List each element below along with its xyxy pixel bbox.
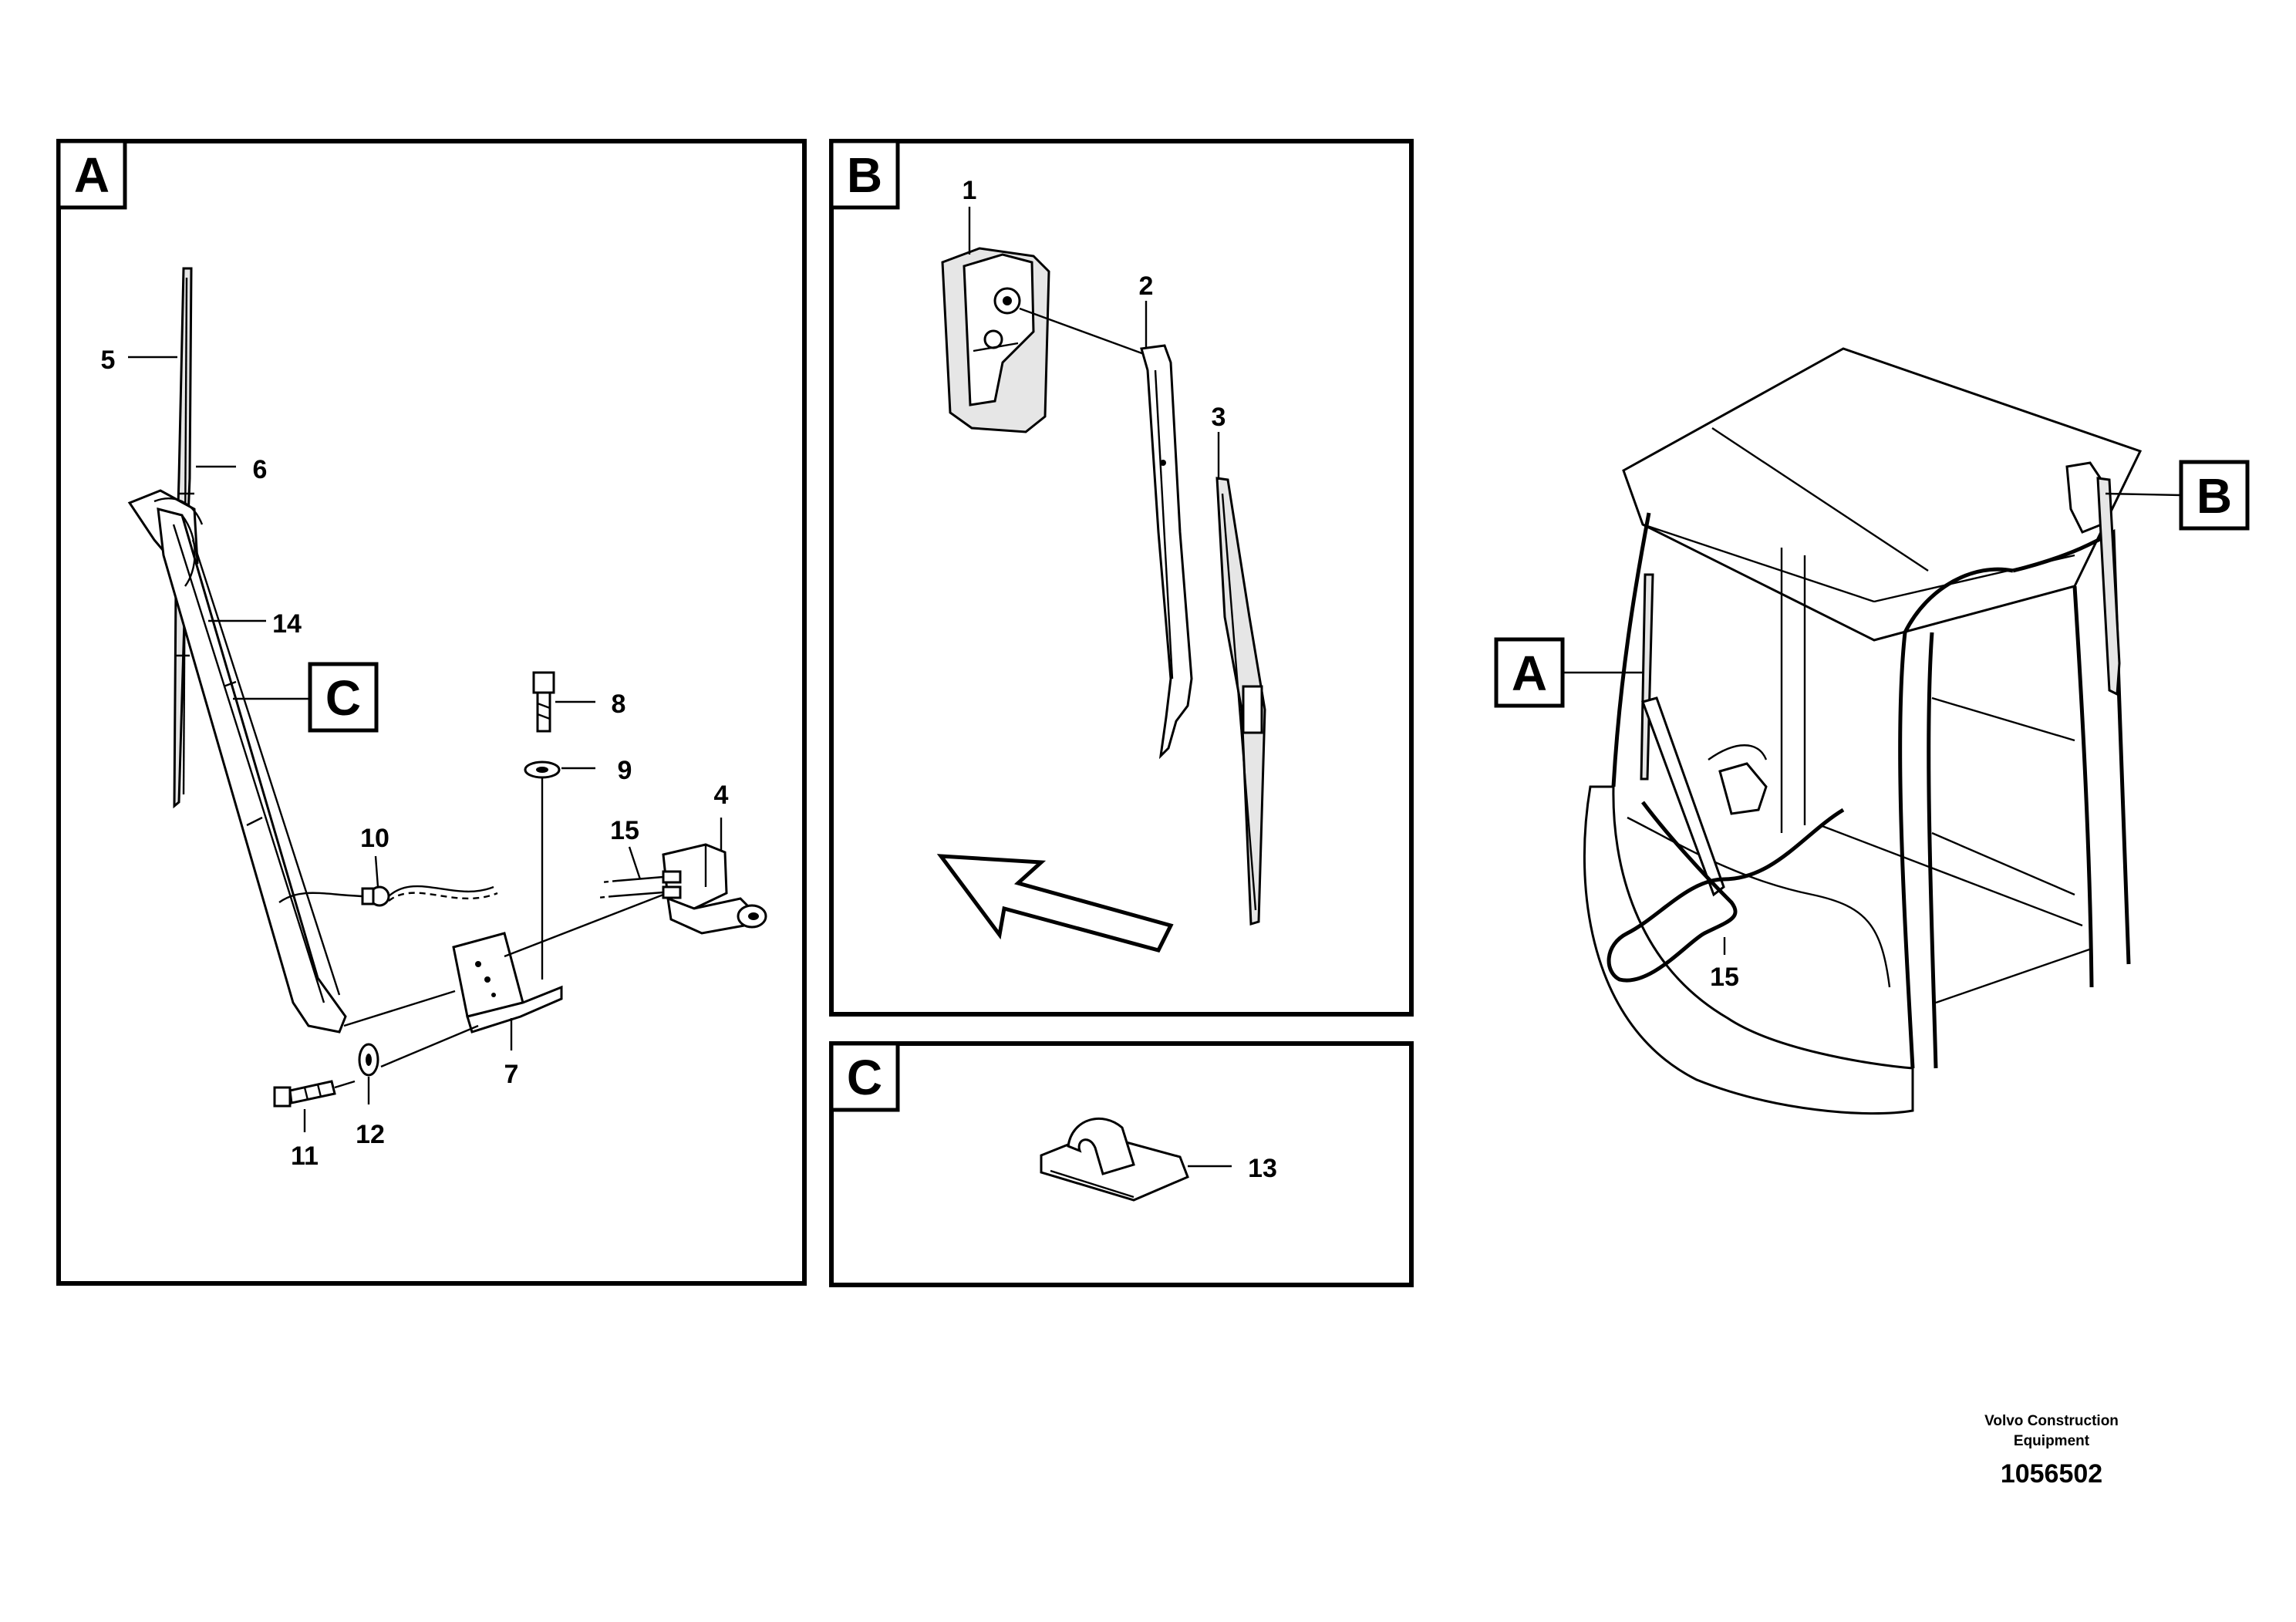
ref-box-a [1494, 637, 1565, 708]
direction-arrow [936, 854, 1174, 953]
window-rail [1931, 696, 2075, 742]
ref-box-b-label: B [2197, 468, 2232, 524]
bracket-hole [475, 961, 481, 967]
panel-b-tag-box [829, 139, 900, 210]
arm-rivet [1160, 460, 1166, 466]
align-line [343, 990, 456, 1027]
callout-6: 6 [253, 455, 268, 484]
leader-10 [374, 855, 379, 888]
callout-4: 4 [714, 781, 729, 810]
overview-wiper-b [2096, 477, 2121, 696]
panel-b-label: B [847, 147, 882, 203]
callout-14: 14 [272, 609, 302, 639]
cab-roof [1622, 347, 2143, 642]
callout-9: 9 [618, 756, 632, 785]
door-top [1903, 567, 2014, 634]
panel-a-label: A [74, 147, 110, 203]
cable-clip-13 [1040, 1117, 1189, 1202]
callout-12: 12 [356, 1120, 385, 1149]
align-line [334, 1080, 356, 1089]
callout-8: 8 [612, 690, 626, 719]
rear-window [2072, 585, 2094, 988]
panel-c-tag-box [829, 1041, 900, 1112]
control-lever [1708, 744, 1768, 760]
leader-15 [628, 846, 642, 880]
roof-edge [1642, 523, 1875, 603]
callout-7: 7 [504, 1060, 519, 1089]
wiper-motor-4 [662, 843, 767, 935]
floor-edge [1819, 824, 2083, 927]
bracket-7 [452, 932, 563, 1034]
ref-box-c-label: C [325, 670, 361, 726]
company-name-line2: Equipment [2014, 1433, 2090, 1449]
bracket-hole [491, 993, 496, 997]
overview-wiper-a [1640, 573, 1654, 781]
wiper-motor-1 [941, 247, 1050, 433]
roof-seam [1711, 427, 1929, 572]
callout-1: 1 [963, 176, 977, 205]
align-line [1019, 307, 1147, 356]
bolt-11 [273, 1080, 336, 1108]
align-line [504, 893, 664, 958]
washer-12-hole [366, 1054, 372, 1066]
ref-box-a-label: A [1512, 646, 1547, 701]
cab-post-front-right [1898, 632, 1915, 1069]
callout-11: 11 [291, 1141, 319, 1171]
ref-box-b [2179, 460, 2250, 531]
callout-15: 15 [610, 816, 639, 845]
panel-c: C 13 [829, 1041, 1414, 1287]
callout-10: 10 [360, 824, 389, 853]
window-rail [1931, 831, 2075, 896]
callout-13: 13 [1248, 1154, 1277, 1183]
callout-5: 5 [101, 346, 116, 375]
bracket-hole [484, 976, 491, 983]
overview-harness-15 [1607, 801, 1845, 983]
callout-3: 3 [1212, 403, 1226, 432]
cab-overview: A B 15 [1494, 347, 2250, 1115]
harness-15 [597, 870, 682, 899]
footer: Volvo Construction Equipment 1056502 [1984, 1413, 2119, 1489]
callout-15-overview: 15 [1710, 963, 1739, 992]
panel-a: A [56, 139, 807, 1286]
door-frame [1927, 632, 1938, 1069]
washer-9-hole [536, 767, 548, 773]
align-line [380, 1024, 479, 1068]
motor-spindle [1003, 296, 1012, 305]
wiper-arm [127, 489, 347, 1034]
panel-b-frame [829, 139, 1414, 1017]
panel-b: B 1 2 3 [829, 139, 1414, 1017]
cab-lower-body [1583, 785, 1914, 1115]
harness-10 [278, 885, 498, 907]
wiper-blade-3 [1215, 477, 1266, 926]
bolt-8 [532, 671, 555, 733]
drawing-number: 1056502 [2001, 1459, 2102, 1489]
company-name-line1: Volvo Construction [1984, 1413, 2119, 1429]
motor-shaft [748, 912, 759, 920]
control-box [1718, 762, 1768, 815]
leader-ref-b [2105, 492, 2182, 497]
floor-edge [1935, 947, 2092, 1004]
panel-a-frame [56, 139, 807, 1286]
callout-2: 2 [1139, 271, 1154, 301]
dash-edge [1627, 816, 1891, 988]
overview-arm-a [1641, 696, 1725, 897]
panel-a-tag-box [56, 139, 127, 210]
ref-box-c [308, 662, 379, 733]
cab-post-front-left [1611, 512, 1651, 787]
panel-c-label: C [847, 1050, 882, 1105]
panel-c-frame [829, 1041, 1414, 1287]
wiper-arm-2 [1140, 344, 1193, 760]
